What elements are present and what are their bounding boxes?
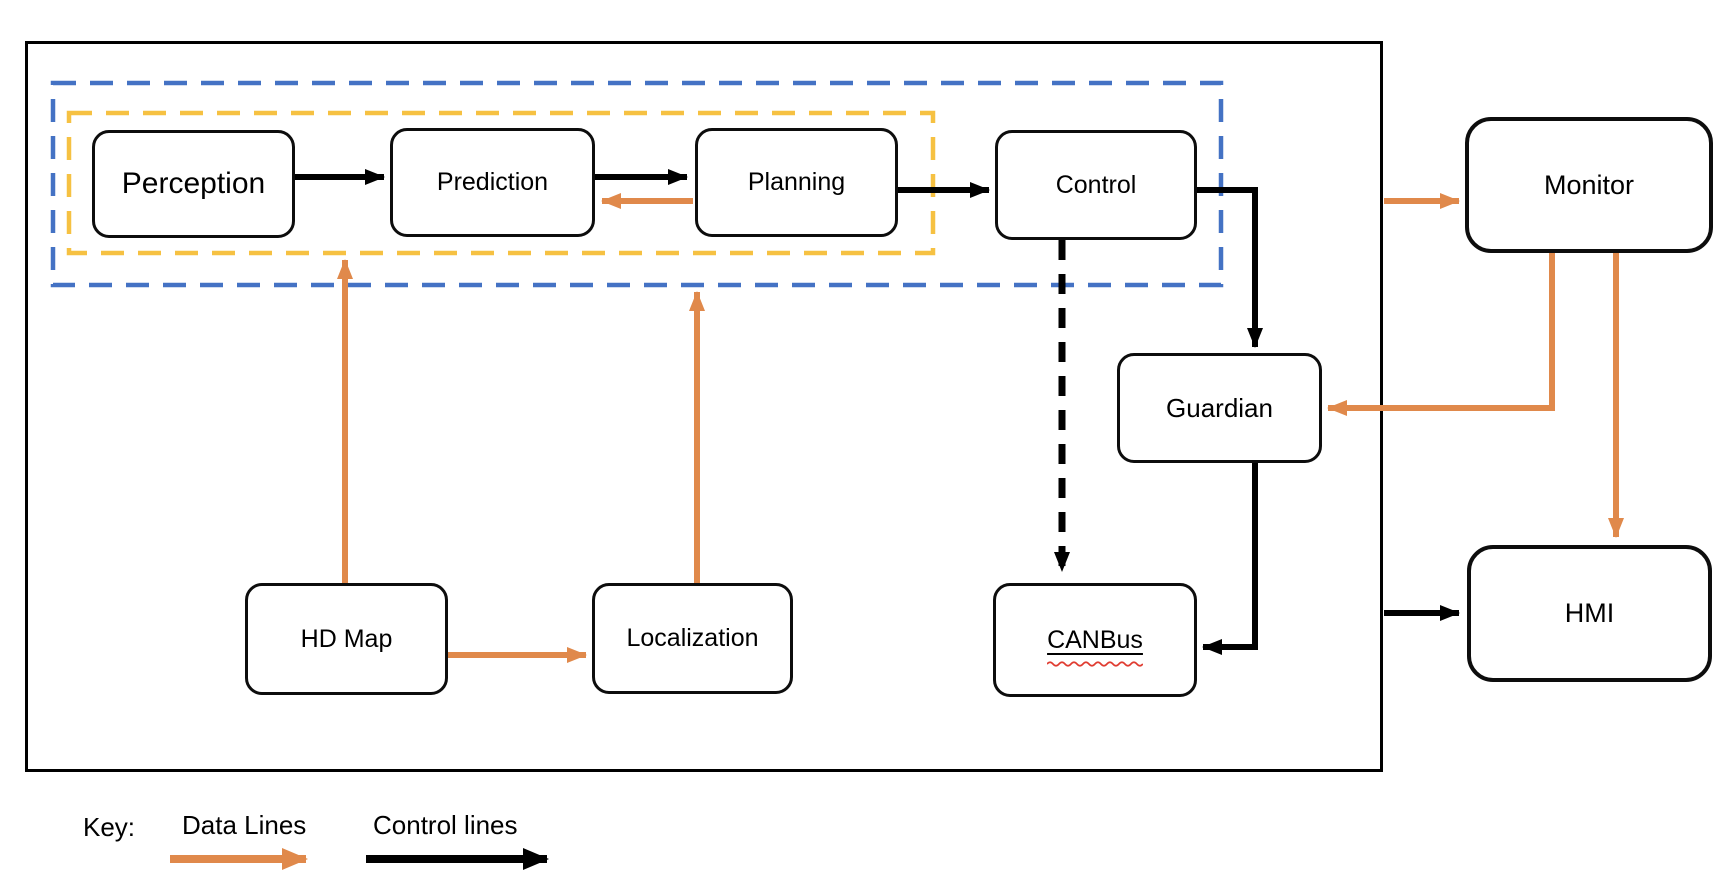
node-localization-label: Localization [626, 624, 759, 652]
node-planning: Planning [695, 128, 898, 237]
node-hd-map-label: HD Map [300, 624, 393, 653]
node-perception: Perception [92, 130, 295, 238]
node-control-label: Control [1055, 170, 1137, 199]
node-prediction-label: Prediction [436, 168, 549, 196]
node-prediction: Prediction [390, 128, 595, 237]
node-perception-label: Perception [121, 167, 266, 200]
yellow-dashed-group-boundary [66, 110, 936, 256]
node-monitor-label: Monitor [1543, 169, 1635, 200]
node-localization: Localization [592, 583, 793, 694]
legend-data-lines-label: Data Lines [182, 810, 307, 840]
arrow-monitor-to-guardian [1327, 253, 1555, 416]
node-planning-label: Planning [747, 168, 846, 196]
node-hmi: HMI [1467, 545, 1712, 682]
node-canbus: CANBus [993, 583, 1197, 697]
legend-control-lines-label: Control lines [373, 810, 518, 840]
arrow-guardian-to-canbus [1202, 463, 1258, 655]
node-guardian: Guardian [1117, 353, 1322, 463]
node-guardian-label: Guardian [1166, 392, 1273, 423]
node-monitor: Monitor [1465, 117, 1713, 253]
blue-dashed-group-boundary [50, 80, 1224, 288]
node-control: Control [995, 130, 1197, 240]
node-hmi-label: HMI [1564, 598, 1615, 628]
node-hd-map: HD Map [245, 583, 448, 695]
arrow-control-to-guardian [1197, 187, 1263, 348]
node-canbus-label: CANBus [1047, 626, 1143, 667]
legend-key-label: Key: [83, 812, 136, 842]
spellcheck-squiggle-underline [1047, 660, 1143, 667]
